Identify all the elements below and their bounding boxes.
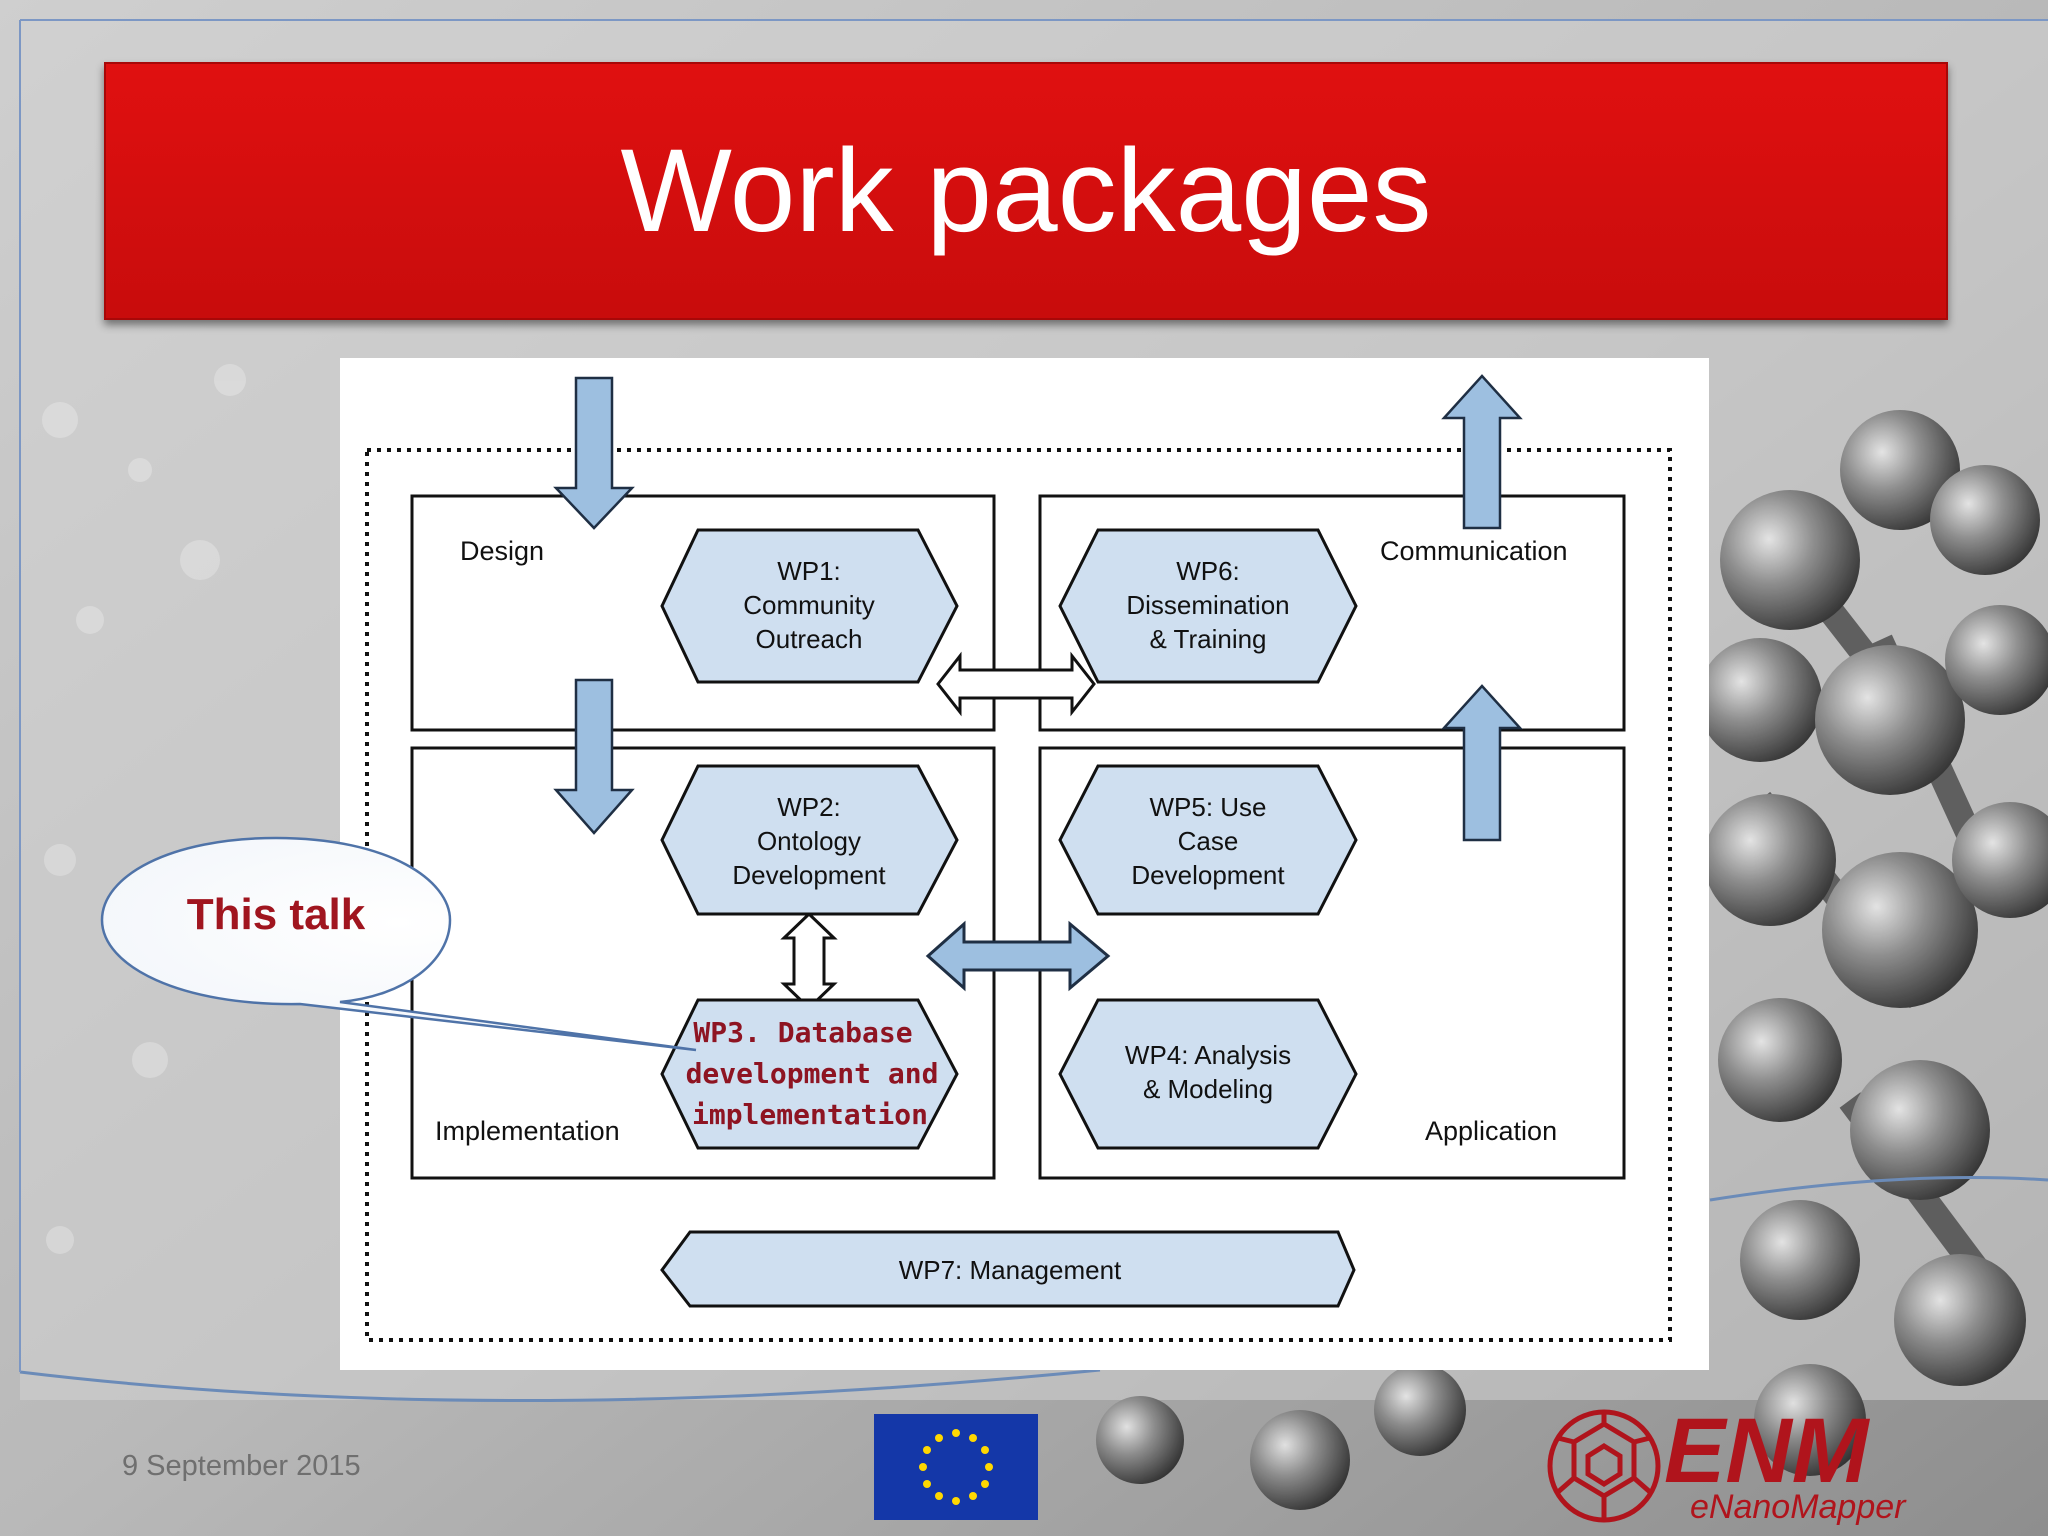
arrow-down-top-icon <box>553 376 635 530</box>
enanomapper-logo: ENM eNanoMapper <box>1540 1400 1960 1526</box>
label-application: Application <box>1425 1116 1557 1146</box>
work-package-diagram: Design Communication Implementation Appl… <box>365 374 1672 1342</box>
wp6-line2: Dissemination <box>1126 590 1289 620</box>
logo-wordmark: ENM <box>1664 1402 1871 1502</box>
wp5-line3: Development <box>1131 860 1285 890</box>
callout-bubble <box>100 836 697 1052</box>
label-design: Design <box>460 536 544 566</box>
wp3-hexagon <box>660 998 959 1150</box>
wp2-line3: Development <box>732 860 886 890</box>
wp3-line1: WP3. Database <box>693 1016 912 1049</box>
slide-title: Work packages <box>620 125 1432 257</box>
slide-date: 9 September 2015 <box>122 1450 361 1482</box>
wp2-line1: WP2: <box>777 792 841 822</box>
double-arrow-blue-icon <box>925 920 1111 992</box>
wp1-line1: WP1: <box>777 556 841 586</box>
wp7-label: WP7: Management <box>899 1255 1122 1285</box>
wp2-hexagon <box>660 764 959 916</box>
wp7-bar <box>660 1230 1356 1308</box>
wp6-line3: & Training <box>1149 624 1266 654</box>
label-implementation: Implementation <box>435 1116 620 1146</box>
eu-flag-icon <box>874 1414 1038 1520</box>
arrow-up-top-icon <box>1441 374 1523 530</box>
wp5-line2: Case <box>1178 826 1239 856</box>
title-bar: Work packages <box>104 62 1948 320</box>
wp5-hexagon <box>1058 764 1358 916</box>
wp3-line2: development and <box>686 1057 939 1090</box>
arrow-up-mid-icon <box>1441 684 1523 842</box>
callout-text: This talk <box>186 890 366 939</box>
double-arrow-white-icon <box>936 651 1096 717</box>
label-communication: Communication <box>1380 536 1568 566</box>
wp1-line2: Community <box>743 590 874 620</box>
wp5-line1: WP5: Use <box>1149 792 1266 822</box>
wp6-hexagon <box>1058 528 1358 684</box>
wp2-line2: Ontology <box>757 826 861 856</box>
wp4-hexagon <box>1058 998 1358 1150</box>
wp3-line3: implementation <box>692 1098 928 1131</box>
wp1-hexagon <box>660 528 959 684</box>
wp1-line3: Outreach <box>756 624 863 654</box>
wp4-line1: WP4: Analysis <box>1125 1040 1291 1070</box>
diagram-panel: Design Communication Implementation Appl… <box>340 358 1709 1370</box>
logo-subtitle: eNanoMapper <box>1690 1488 1907 1526</box>
wp6-line1: WP6: <box>1176 556 1240 586</box>
wp4-line2: & Modeling <box>1143 1074 1273 1104</box>
arrow-down-mid-icon <box>553 678 635 835</box>
